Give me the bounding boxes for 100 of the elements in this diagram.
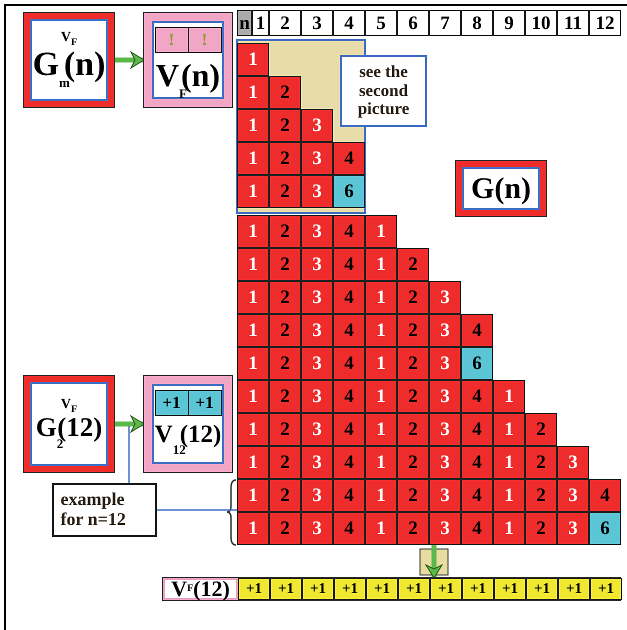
grid-cell: 3	[301, 413, 333, 446]
sequence-cell: +1	[430, 578, 462, 600]
grid-cell: 4	[333, 512, 365, 545]
grid-cell: 3	[557, 479, 589, 512]
grid-cell: 4	[333, 281, 365, 314]
grid-cell: 2	[397, 512, 429, 545]
note-text: example for n=12	[60, 490, 127, 530]
value-cell: +1	[188, 391, 220, 415]
header-cell: 4	[333, 10, 365, 36]
superscript-text: V$_{F}$	[60, 31, 78, 48]
leader-line	[128, 426, 130, 483]
grid-cell: 2	[525, 479, 557, 512]
sequence-cell: +1	[302, 578, 334, 600]
formula-text: G$_{m}$(n)	[32, 48, 106, 89]
sequence-row	[162, 577, 621, 601]
sequence-cell: +1	[398, 578, 430, 600]
grid-cell: 3	[301, 314, 333, 347]
header-cell: 10	[525, 10, 557, 36]
grid-cell: 3	[429, 512, 461, 545]
grid-cell: 2	[269, 314, 301, 347]
sequence-cell: +1	[558, 578, 590, 600]
function-box	[23, 12, 115, 108]
grid-cell: 1	[237, 380, 269, 413]
formula-text: V$_{12}$(12)	[154, 422, 222, 456]
grid-cell: 4	[461, 512, 493, 545]
grid-cell: 4	[333, 142, 365, 175]
grid-cell: 3	[429, 413, 461, 446]
grid-cell: 3	[429, 347, 461, 380]
grid-cell: 3	[301, 109, 333, 142]
sequence-cell: +1	[366, 578, 398, 600]
grid-cell: 2	[397, 248, 429, 281]
grid-cell: 1	[237, 43, 269, 76]
sequence-cell: +1	[590, 578, 622, 600]
grid-cell: 3	[301, 215, 333, 248]
grid-cell: 4	[461, 380, 493, 413]
grid-cell: 2	[397, 314, 429, 347]
value-cell: !	[188, 28, 220, 52]
grid-cell: 4	[333, 215, 365, 248]
grid-cell: 3	[429, 446, 461, 479]
grid-cell: 1	[365, 347, 397, 380]
grid-cell: 3	[301, 248, 333, 281]
grid-cell: 2	[397, 380, 429, 413]
grid-cell: 2	[525, 446, 557, 479]
grid-cell: 2	[397, 281, 429, 314]
sequence-cell: +1	[270, 578, 302, 600]
grid-cell: 2	[525, 512, 557, 545]
grid-cell: 1	[237, 175, 269, 208]
grid-cell: 1	[237, 479, 269, 512]
grid-cell: 4	[333, 413, 365, 446]
function-box	[143, 375, 233, 473]
grid-cell: 2	[269, 380, 301, 413]
grid-cell: 4	[589, 479, 621, 512]
grid-cell: 3	[429, 380, 461, 413]
arrow	[115, 52, 144, 68]
grid-cell: 4	[461, 314, 493, 347]
note-text: see the second picture	[356, 62, 410, 120]
header-cell: 2	[269, 10, 301, 36]
sequence-cell: +1	[526, 578, 558, 600]
grid-cell: 6	[461, 347, 493, 380]
grid-cell: 1	[237, 446, 269, 479]
grid-cell: 2	[525, 413, 557, 446]
grid-cell: 3	[301, 512, 333, 545]
grid-cell: 4	[461, 413, 493, 446]
formula-text: G$_{2}$(12)	[36, 414, 102, 450]
header-cell: n	[237, 10, 252, 36]
grid-cell: 2	[397, 347, 429, 380]
grid-cell: 1	[365, 479, 397, 512]
grid-cell: 1	[237, 248, 269, 281]
header-cell: 8	[461, 10, 493, 36]
header-cell: 3	[301, 10, 333, 36]
grid-cell: 1	[237, 314, 269, 347]
grid-cell: 3	[429, 314, 461, 347]
sequence-cell: +1	[494, 578, 526, 600]
grid-cell: 1	[237, 142, 269, 175]
grid-cell: 1	[493, 413, 525, 446]
leader-line	[157, 509, 237, 511]
sequence-cell: +1	[334, 578, 366, 600]
value-cell: +1	[156, 391, 188, 415]
grid-cell: 1	[365, 512, 397, 545]
grid-cell: 1	[237, 512, 269, 545]
arrow	[426, 545, 442, 578]
grid-cell: 4	[333, 380, 365, 413]
header-cell: 6	[397, 10, 429, 36]
sequence-cell: +1	[238, 578, 270, 600]
grid-cell: 1	[365, 446, 397, 479]
grid-cell: 1	[365, 413, 397, 446]
grid-cell: 1	[237, 281, 269, 314]
grid-cell: 1	[365, 314, 397, 347]
function-box	[455, 160, 547, 217]
grid-cell: 1	[365, 215, 397, 248]
grid-cell: 2	[269, 347, 301, 380]
grid-cell: 4	[333, 347, 365, 380]
header-cell: 12	[589, 10, 621, 36]
header-cell: 9	[493, 10, 525, 36]
grid-cell: 1	[237, 215, 269, 248]
header-cell: 5	[365, 10, 397, 36]
grid-cell: 2	[397, 446, 429, 479]
grid-cell: 3	[301, 347, 333, 380]
grid-cell: 1	[493, 479, 525, 512]
function-box	[143, 12, 233, 108]
